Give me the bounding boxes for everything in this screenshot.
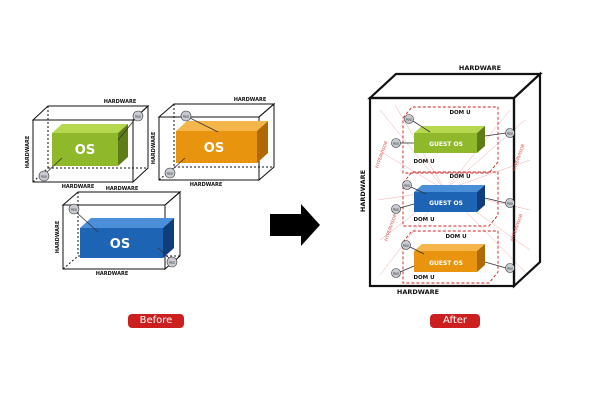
app-icon <box>505 263 515 273</box>
app-icon <box>166 256 178 268</box>
app-label: App <box>183 115 189 119</box>
app-label: App <box>41 175 47 179</box>
hardware-label: HARDWARE <box>190 182 223 188</box>
app-label: App <box>393 272 399 276</box>
os-label: OS <box>204 141 224 156</box>
app-icon <box>401 240 411 250</box>
dom-u-label: DOM U <box>449 174 470 180</box>
os-block-orange-top <box>176 121 268 131</box>
os-block-green-top <box>52 124 128 133</box>
hardware-label: HARDWARE <box>397 288 439 296</box>
hardware-label: HARDWARE <box>96 271 129 277</box>
guest-block-green-front <box>414 133 477 153</box>
hardware-label: HARDWARE <box>55 220 61 253</box>
app-label: App <box>406 118 412 122</box>
app-icon <box>391 138 401 148</box>
hardware-label: HARDWARE <box>359 170 367 212</box>
os-block-green-front <box>52 133 118 166</box>
before-box-blue: OS HARDWARE HARDWARE HARDWARE App App <box>55 186 182 277</box>
os-block-blue-top <box>80 218 174 228</box>
app-icon <box>38 170 50 182</box>
app-icon <box>391 204 401 214</box>
after-badge: After <box>430 314 480 328</box>
app-label: App <box>404 184 410 188</box>
hardware-label: HARDWARE <box>104 99 137 105</box>
dom-u-label: DOM U <box>445 234 466 240</box>
app-icon <box>391 268 401 278</box>
guest-green: GUEST OS DOM U DOM U App App App <box>391 106 515 174</box>
dom-u-label: DOM U <box>413 275 434 281</box>
app-label: App <box>507 132 513 136</box>
guest-os-label: GUEST OS <box>429 141 463 148</box>
app-label: App <box>507 202 513 206</box>
app-label: App <box>71 208 77 212</box>
dom-u-label: DOM U <box>413 217 434 223</box>
os-label: OS <box>75 143 95 158</box>
hypervisor-label: HYPERVISOR <box>374 140 389 169</box>
hardware-label: HARDWARE <box>25 135 31 168</box>
app-icon <box>180 110 192 122</box>
hypervisor-label: HYPERVISOR <box>509 213 524 242</box>
guest-block-green-top <box>414 126 485 133</box>
app-label: App <box>167 172 173 176</box>
guest-block-orange-top <box>414 244 485 251</box>
guest-block-orange-side <box>477 244 485 272</box>
guest-block-blue-top <box>414 185 485 192</box>
app-icon <box>505 128 515 138</box>
right-arrow-icon <box>270 204 320 246</box>
app-label: App <box>403 244 409 248</box>
guest-block-green-side <box>477 126 485 153</box>
before-badge: Before <box>128 314 184 328</box>
app-label: App <box>507 267 513 271</box>
dom-u-label: DOM U <box>413 159 434 165</box>
app-icon <box>505 198 515 208</box>
hardware-label: HARDWARE <box>62 184 95 190</box>
app-icon <box>164 167 176 179</box>
os-block-orange-side <box>257 121 268 163</box>
guest-orange: GUEST OS DOM U DOM U App App App <box>391 230 515 284</box>
before-box-orange: OS HARDWARE HARDWARE HARDWARE App App <box>151 97 276 188</box>
guest-blue: GUEST OS DOM U DOM U App App App <box>391 171 515 227</box>
os-block-blue-side <box>163 218 174 258</box>
app-label: App <box>393 208 399 212</box>
app-icon <box>404 114 414 124</box>
hardware-label: HARDWARE <box>151 131 157 164</box>
os-label: OS <box>110 237 130 252</box>
dom-u-label: DOM U <box>449 110 470 116</box>
app-icon <box>402 180 412 190</box>
os-block-orange-front <box>176 131 257 163</box>
app-label: App <box>169 261 175 265</box>
app-label: App <box>135 115 141 119</box>
hardware-label: HARDWARE <box>459 64 501 72</box>
guest-block-blue-side <box>477 185 485 212</box>
app-icon <box>68 203 80 215</box>
guest-os-label: GUEST OS <box>429 200 463 207</box>
guest-block-orange-front <box>414 251 477 272</box>
app-icon <box>132 110 144 122</box>
app-label: App <box>393 142 399 146</box>
hardware-label: HARDWARE <box>234 97 267 103</box>
os-block-green-side <box>118 124 128 166</box>
guest-os-label: GUEST OS <box>429 260 463 267</box>
os-block-blue-front <box>80 228 163 258</box>
before-box-green: OS HARDWARE HARDWARE HARDWARE App App <box>25 99 150 190</box>
guest-block-blue-front <box>414 192 477 212</box>
hardware-label: HARDWARE <box>106 186 139 192</box>
